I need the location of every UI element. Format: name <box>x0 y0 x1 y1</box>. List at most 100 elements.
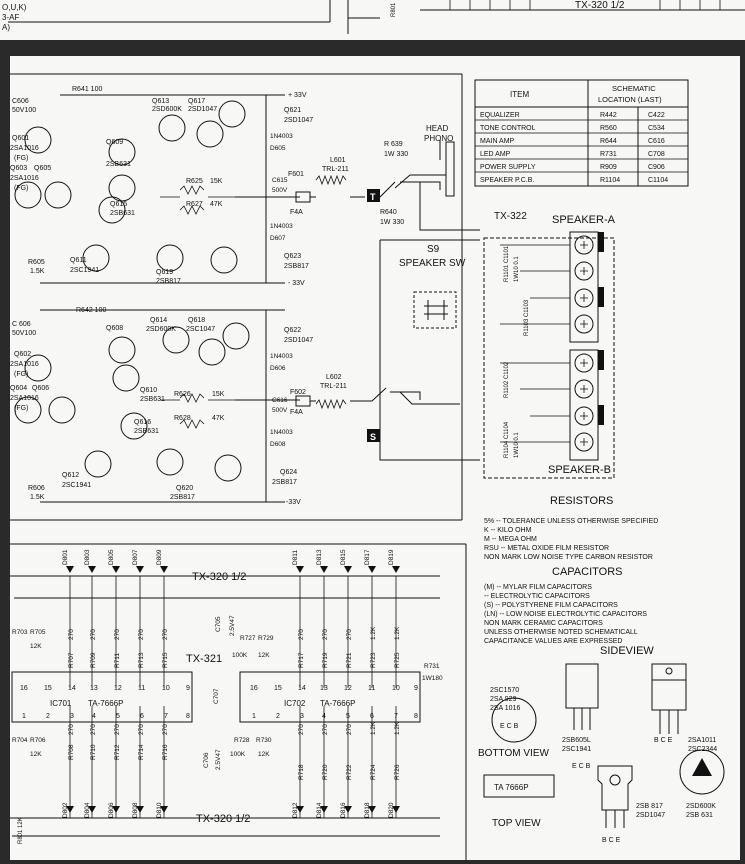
ic701-pin: 1 <box>22 713 26 720</box>
to126-a-name: 2SB605L <box>562 737 591 744</box>
speaker-a-label: SPEAKER-A <box>552 214 616 226</box>
led-misc: R727 <box>240 635 256 642</box>
label-q617: Q617 <box>188 98 205 105</box>
spk-part-val-1: 1W10 0.1 <box>514 256 520 282</box>
small-trans-name: 2SA 929 <box>490 696 517 703</box>
ic701-label: IC701 <box>50 699 72 708</box>
res-top-val: 270 <box>68 629 75 640</box>
terminal-t-label: T <box>370 192 376 202</box>
resistor-notes: RESISTORS 5% -- TOLERANCE UNLESS OTHERWI… <box>484 495 658 561</box>
led-misc: R728 <box>234 737 250 744</box>
top-left-line-2: 3-AF <box>2 13 19 22</box>
label-f602: F602 <box>290 389 306 396</box>
table-row-c: C1104 <box>648 177 668 184</box>
capacitors-line: (M) -- MYLAR FILM CAPACITORS <box>484 584 592 591</box>
label-2sc1047: 2SC1047 <box>186 326 215 333</box>
sideview-section: SIDEVIEW 2SC1570 2SA 929 2SA 1016 E C B … <box>478 645 725 844</box>
res-top-val: 270 <box>90 629 97 640</box>
tri-name: 2SD600K <box>686 803 716 810</box>
lower-amp-labels: R642 100 Q614 Q618 Q622 2SD600K 2SC1047 … <box>10 307 313 506</box>
res-top-val: 270 <box>138 629 145 640</box>
diode-bottom: D818 <box>364 802 371 818</box>
ic702-pin: 4 <box>322 713 326 720</box>
table-header-loc-2: LOCATION (LAST) <box>598 95 662 104</box>
label-2sb631b: 2SB631 <box>110 210 135 217</box>
led-misc: R731 <box>424 663 440 670</box>
table-row-item: SPEAKER P.C.B. <box>480 177 534 184</box>
ic702-type: TA-7666P <box>320 699 355 708</box>
to220-tab <box>651 663 687 681</box>
label-r639-val: 1W 330 <box>384 151 408 158</box>
label-q601: Q601 <box>12 135 29 142</box>
schematic-location-table: ITEM SCHEMATIC LOCATION (LAST) EQUALIZER… <box>474 79 689 187</box>
label-q620: Q620 <box>176 485 193 492</box>
label-q606: Q606 <box>32 385 49 392</box>
ic701-pin: 3 <box>70 713 74 720</box>
ic702-pin: 13 <box>320 685 328 692</box>
diode-bottom: D808 <box>132 802 139 818</box>
led-misc: R706 <box>30 737 46 744</box>
capacitor-notes: CAPACITORS (M) -- MYLAR FILM CAPACITORS … <box>484 566 647 645</box>
ic702-pin: 5 <box>346 713 350 720</box>
label-fg: (FG) <box>14 155 28 162</box>
tx320-bottom-label: TX-320 1/2 <box>196 813 250 825</box>
led-misc: C705 <box>215 616 222 632</box>
ic701-pin: 12 <box>114 685 122 692</box>
phono-jack-body <box>445 141 455 197</box>
label-500v-lower: 500V <box>272 407 288 414</box>
led-misc: 12K <box>30 751 42 758</box>
label-r628: R628 <box>174 415 191 422</box>
label-c616: C616 <box>272 397 288 404</box>
label-1n4003-upper-2: 1N4003 <box>270 133 293 140</box>
resistors-line: 5% -- TOLERANCE UNLESS OTHERWISE SPECIFI… <box>484 518 658 525</box>
capacitors-line: NON MARK CERAMIC CAPACITORS <box>484 620 603 627</box>
ic-top-label: TA 7666P <box>494 783 529 792</box>
upper-transistors <box>14 100 246 274</box>
diode-top: D813 <box>316 549 323 565</box>
bottom-view-label: BOTTOM VIEW <box>478 748 549 759</box>
spk-part-r1103: R1103 C1103 <box>524 299 530 336</box>
label-q619: Q619 <box>156 269 173 276</box>
ic702-pin: 15 <box>274 685 282 692</box>
ic701-pin: 5 <box>116 713 120 720</box>
top-left-line-3: A) <box>2 23 10 32</box>
spk-part-r1102: R1102 C1102 <box>504 361 510 398</box>
ic701-pin: 14 <box>68 685 76 692</box>
terminal-t-marker <box>367 189 380 202</box>
tx320-top-label: TX-320 1/2 <box>192 571 246 583</box>
res-bottom-name: R714 <box>138 744 145 760</box>
diode-top: D815 <box>340 549 347 565</box>
table-row-item: TONE CONTROL <box>480 125 536 132</box>
led-misc: C706 <box>203 752 210 768</box>
rail-plus-upper: + 33V <box>288 92 307 99</box>
speaker-pcb-board: TX-322 <box>494 211 527 222</box>
led-misc: 100K <box>230 751 246 758</box>
resistors-line: NON MARK LOW NOISE TYPE CARBON RESISTOR <box>484 554 653 561</box>
led-labels: TX-320 1/2 TX-320 1/2 TX-321 IC701 TA-76… <box>12 549 443 844</box>
led-columns <box>69 576 397 818</box>
label-2sb817: 2SB817 <box>156 278 181 285</box>
res-bottom-val: 270 <box>114 724 121 735</box>
to3p-outline <box>597 765 633 811</box>
label-r605: R605 <box>28 259 45 266</box>
res-top-name: R707 <box>68 652 75 668</box>
res-bottom-val: 270 <box>322 724 329 735</box>
label-2sb817-lower-b: 2SB817 <box>272 479 297 486</box>
resistors-title: RESISTORS <box>550 495 613 507</box>
top-view-label: TOP VIEW <box>492 818 541 829</box>
ic702-label: IC702 <box>284 699 306 708</box>
rail-minus-lower: -33V <box>286 499 301 506</box>
table-row-r: R731 <box>600 151 617 158</box>
diode-bottom: D802 <box>62 802 69 818</box>
label-2sa1016-lower: 2SA1016 <box>10 361 39 368</box>
resistors-line: M -- MEGA OHM <box>484 536 537 543</box>
diode-top: D817 <box>364 549 371 565</box>
res-bottom-name: R718 <box>298 764 305 780</box>
res-bottom-name: R724 <box>370 764 377 780</box>
res-top-val: 270 <box>114 629 121 640</box>
label-2sc1941-lower: 2SC1941 <box>62 482 91 489</box>
speaker-b-label: SPEAKER-B <box>548 464 611 476</box>
upper-amp-labels: R641 100 Q613 Q617 Q621 2SD1047 2SD600K … <box>10 86 313 287</box>
label-q612: Q612 <box>62 472 79 479</box>
to220-name: 2SA1011 <box>688 737 716 744</box>
